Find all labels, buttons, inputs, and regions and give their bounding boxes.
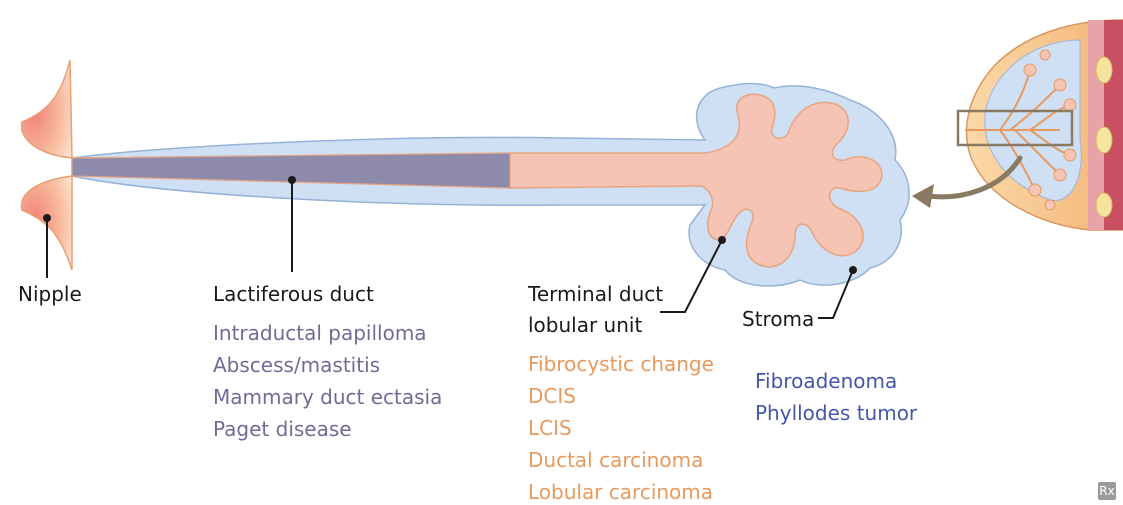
condition-item: Paget disease [213,417,352,441]
condition-item: DCIS [528,384,576,408]
stroma-leader [818,269,854,319]
stroma-label: Stroma [742,307,815,331]
condition-item: Mammary duct ectasia [213,385,443,409]
nipple-label: Nipple [18,282,82,306]
zoom-arrowhead-icon [912,184,934,208]
rx-logo-icon: Rx [1098,482,1116,500]
breast-thumbnail [956,19,1123,231]
condition-item: Intraductal papilloma [213,321,427,345]
lactiferous-duct-conditions: Intraductal papilloma Abscess/mastitis M… [213,317,442,445]
condition-item: Phyllodes tumor [755,401,918,425]
lobular-unit [509,93,883,268]
terminal-duct-label-line1: Terminal duct [528,282,664,306]
stroma-conditions: Fibroadenoma Phyllodes tumor [755,365,917,429]
duct-lumen [71,152,511,189]
nipple-upper [20,59,73,159]
zoom-box [956,109,1074,147]
tdlu-conditions: Fibrocystic change DCIS LCIS Ductal carc… [528,348,714,505]
tdlu-leader [660,239,723,313]
lactiferous-duct-label: Lactiferous duct [213,282,374,306]
condition-item: Fibrocystic change [528,352,714,376]
condition-item: Abscess/mastitis [213,353,381,377]
condition-item: Fibroadenoma [755,369,898,393]
condition-item: Lobular carcinoma [528,480,714,504]
terminal-duct-label-line2: lobular unit [528,313,643,337]
zoom-arrow [925,155,1023,200]
condition-item: Ductal carcinoma [528,448,704,472]
condition-item: LCIS [528,416,572,440]
